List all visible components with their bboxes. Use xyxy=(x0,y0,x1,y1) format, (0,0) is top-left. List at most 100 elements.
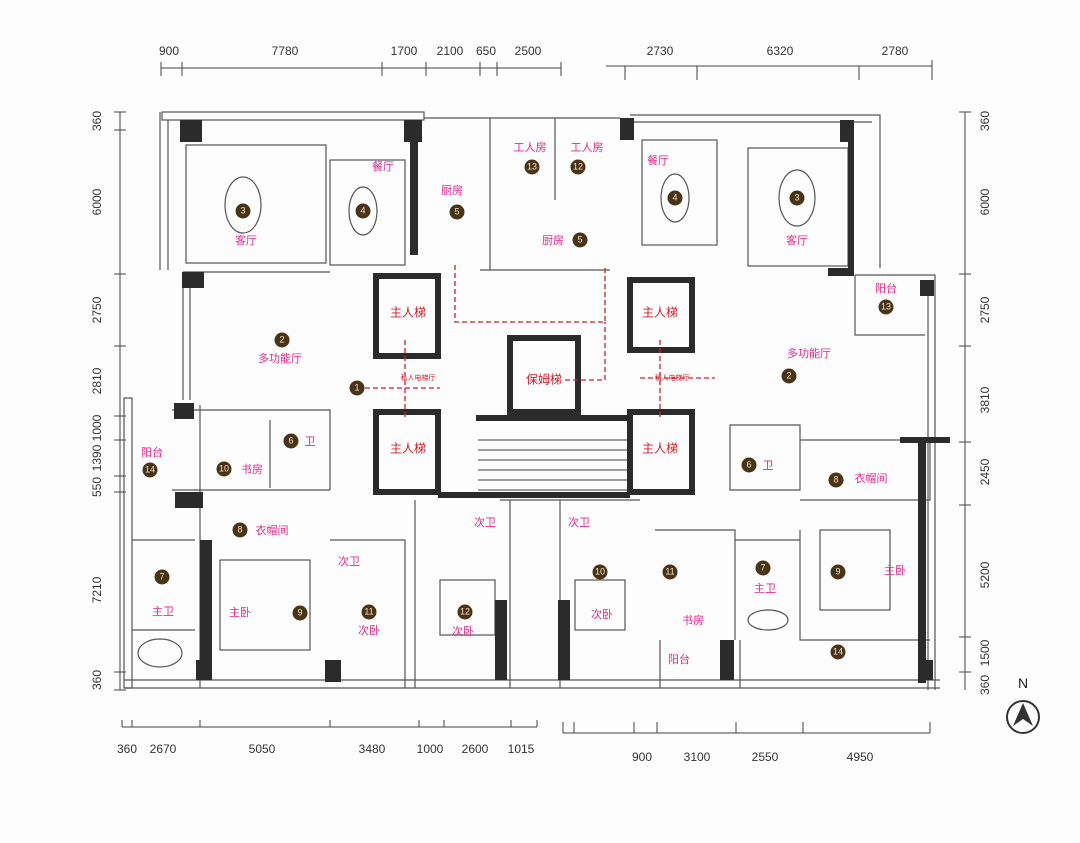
room-label: 书房 xyxy=(241,463,263,476)
dimension-label: 1500 xyxy=(978,639,992,667)
dimension-label: 6000 xyxy=(90,188,104,216)
structural-columns xyxy=(174,118,950,683)
room-number-badge: 10 xyxy=(216,461,232,477)
dimension-label: 2500 xyxy=(514,44,542,58)
circulation-routes xyxy=(357,265,715,420)
room-label: 次卧 xyxy=(591,608,613,621)
room-number-badge: 4 xyxy=(667,190,683,206)
room-label: 厨房 xyxy=(441,184,463,197)
room-label: 工人房 xyxy=(513,141,547,154)
dimension-label: 6320 xyxy=(766,44,794,58)
room-number-badge: 10 xyxy=(592,564,608,580)
room-number-badge: 14 xyxy=(142,462,158,478)
dimension-label: 2730 xyxy=(646,44,674,58)
dimension-label: 2670 xyxy=(149,742,177,756)
staircase-treads xyxy=(478,439,628,491)
core-walls xyxy=(373,273,695,498)
room-label: 工人房 xyxy=(570,141,604,154)
room-number-badge: 6 xyxy=(283,433,299,449)
dimension-label: 1015 xyxy=(507,742,535,756)
room-label: 主卫 xyxy=(152,605,174,618)
dimension-label: 360 xyxy=(978,674,992,696)
room-number-badge: 13 xyxy=(524,159,540,175)
room-number-badge: 9 xyxy=(830,564,846,580)
room-number-badge: 3 xyxy=(789,190,805,206)
room-number-badge: 14 xyxy=(830,644,846,660)
dimension-label: 6000 xyxy=(978,188,992,216)
room-label: 餐厅 xyxy=(647,154,669,167)
dimension-label: 5200 xyxy=(978,561,992,589)
room-number-badge: 12 xyxy=(457,604,473,620)
room-number-badge: 11 xyxy=(662,564,678,580)
dimension-label: 360 xyxy=(978,110,992,132)
room-number-badge: 6 xyxy=(741,457,757,473)
room-number-badge: 7 xyxy=(755,560,771,576)
room-label: 衣帽间 xyxy=(255,524,289,537)
room-label: 阳台 xyxy=(875,282,897,295)
dimension-label: 2450 xyxy=(978,458,992,486)
dimension-label: 7210 xyxy=(90,576,104,604)
dimension-label: 3480 xyxy=(358,742,386,756)
dimension-label: 360 xyxy=(116,742,138,756)
private-lobby-label: 私人电梯厅 xyxy=(654,374,690,382)
room-label: 次卧 xyxy=(358,624,380,637)
dimension-label: 1000 xyxy=(416,742,444,756)
north-label: N xyxy=(1017,675,1029,691)
nanny-elevator-label: 保姆梯 xyxy=(525,372,563,387)
dimension-label: 1000 xyxy=(90,414,104,442)
dimension-label: 7780 xyxy=(271,44,299,58)
room-label: 阳台 xyxy=(141,446,163,459)
dimension-label: 4950 xyxy=(846,750,874,764)
room-label: 厨房 xyxy=(542,234,564,247)
owner-elevator-label: 主人梯 xyxy=(641,441,679,456)
dimension-label: 5050 xyxy=(248,742,276,756)
room-label: 阳台 xyxy=(668,653,690,666)
dimension-label: 2600 xyxy=(461,742,489,756)
dimension-label: 3810 xyxy=(978,386,992,414)
dimension-label: 900 xyxy=(158,44,180,58)
dimension-label: 2810 xyxy=(90,367,104,395)
room-number-badge: 8 xyxy=(828,472,844,488)
room-number-badge: 3 xyxy=(235,203,251,219)
dimension-label: 1700 xyxy=(390,44,418,58)
room-label: 次卧 xyxy=(452,625,474,638)
room-number-badge: 12 xyxy=(570,159,586,175)
room-number-badge: 8 xyxy=(232,522,248,538)
room-number-badge: 2 xyxy=(274,332,290,348)
room-label: 卫 xyxy=(304,435,316,448)
dimension-label: 2100 xyxy=(436,44,464,58)
owner-elevator-label: 主人梯 xyxy=(389,441,427,456)
room-number-badge: 1 xyxy=(349,380,365,396)
dimension-label: 360 xyxy=(90,110,104,132)
room-label: 客厅 xyxy=(786,234,808,247)
dimension-label: 650 xyxy=(475,44,497,58)
dimension-label: 2550 xyxy=(751,750,779,764)
room-number-badge: 5 xyxy=(572,232,588,248)
room-label: 客厅 xyxy=(235,234,257,247)
room-label: 餐厅 xyxy=(372,160,394,173)
room-label: 衣帽间 xyxy=(854,472,888,485)
owner-elevator-label: 主人梯 xyxy=(389,305,427,320)
dimension-lines xyxy=(114,60,971,734)
owner-elevator-label: 主人梯 xyxy=(641,305,679,320)
dimension-label: 2750 xyxy=(90,296,104,324)
dimension-label: 1390 xyxy=(90,444,104,472)
dimension-label: 3100 xyxy=(683,750,711,764)
room-label: 书房 xyxy=(682,614,704,627)
room-number-badge: 5 xyxy=(449,204,465,220)
room-number-badge: 4 xyxy=(355,203,371,219)
room-number-badge: 13 xyxy=(878,299,894,315)
walls xyxy=(123,111,940,690)
room-label: 多功能厅 xyxy=(787,347,831,360)
room-label: 次卫 xyxy=(338,555,360,568)
private-lobby-label: 私人电梯厅 xyxy=(400,374,436,382)
room-label: 卫 xyxy=(762,459,774,472)
room-label: 主卧 xyxy=(884,564,906,577)
room-label: 主卧 xyxy=(229,606,251,619)
room-number-badge: 11 xyxy=(361,604,377,620)
dimension-label: 900 xyxy=(631,750,653,764)
room-label: 次卫 xyxy=(474,516,496,529)
dimension-label: 2780 xyxy=(881,44,909,58)
